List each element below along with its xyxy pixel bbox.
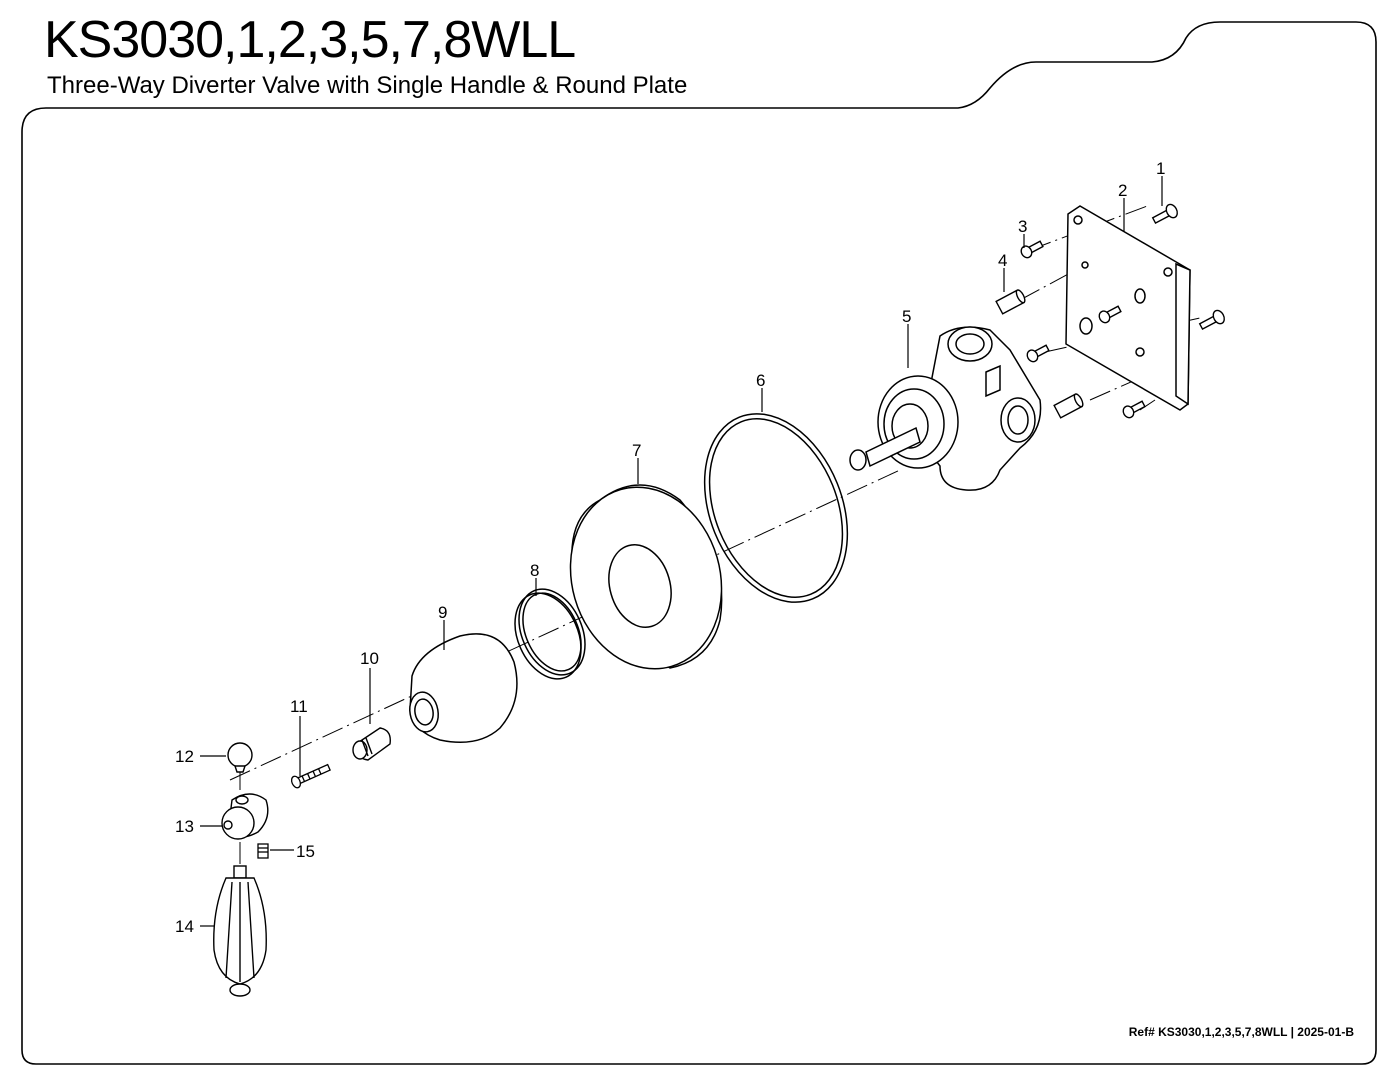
callout-10: 10: [360, 649, 379, 668]
o-ring: [703, 413, 849, 603]
callout-11: 11: [290, 697, 308, 716]
handle-hub: [221, 793, 269, 840]
lever-handle: [213, 865, 267, 997]
callout-13: 13: [175, 817, 194, 836]
product-description: Three-Way Diverter Valve with Single Han…: [47, 72, 688, 99]
callout-8: 8: [530, 561, 539, 580]
callout-2: 2: [1118, 181, 1127, 200]
callout-9: 9: [438, 603, 447, 622]
set-screw: [257, 843, 269, 859]
handle-sleeve: [409, 633, 518, 743]
callout-12: 12: [175, 747, 194, 766]
callout-labels: 1 2 3 4 5 6 7 8 9 10 11 12 13 14 15: [175, 159, 1165, 936]
reference-footer: Ref# KS3030,1,2,3,5,7,8WLL | 2025-01-B: [1128, 1025, 1354, 1039]
callout-15: 15: [296, 842, 315, 861]
callout-1: 1: [1156, 159, 1165, 178]
screws: [1020, 203, 1225, 419]
valve-body: [849, 326, 1042, 491]
spacers: [995, 289, 1084, 419]
mounting-plate: [1065, 205, 1191, 411]
handle-screw: [290, 763, 331, 789]
escutcheon-plate: [569, 484, 723, 670]
retaining-ring: [514, 588, 586, 680]
frame-border: [21, 21, 1377, 1065]
stem-adapter: [352, 727, 391, 761]
assembly-axis: [229, 204, 1201, 868]
callout-14: 14: [175, 917, 194, 936]
callout-3: 3: [1018, 217, 1027, 236]
button-cap: [227, 742, 253, 773]
leader-lines: [200, 176, 1163, 927]
model-title: KS3030,1,2,3,5,7,8WLL: [44, 11, 576, 69]
callout-6: 6: [756, 371, 765, 390]
callout-5: 5: [902, 307, 911, 326]
callout-4: 4: [998, 251, 1007, 270]
callout-7: 7: [632, 441, 641, 460]
